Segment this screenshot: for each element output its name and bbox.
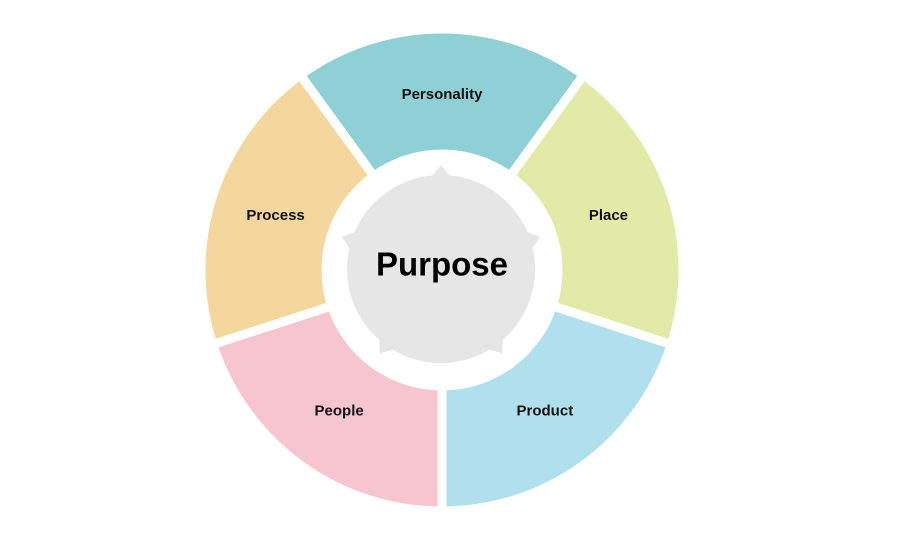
center-hub: Purpose	[342, 165, 540, 363]
segment-label: Personality	[402, 86, 484, 103]
segment-label: Product	[517, 403, 574, 420]
segment-shape	[294, 24, 590, 183]
segment-shape	[437, 300, 677, 516]
segment-process: Process	[196, 68, 381, 351]
segment-label: Process	[246, 207, 304, 224]
segment-product: Product	[437, 300, 677, 516]
segment-label: Place	[589, 207, 628, 224]
segment-people: People	[207, 300, 447, 516]
segment-shape	[503, 68, 688, 351]
center-label: Purpose	[376, 246, 508, 283]
segment-shape	[196, 68, 381, 351]
center-circle	[347, 175, 535, 363]
segment-shape	[207, 300, 447, 516]
segment-label: People	[315, 403, 364, 420]
segment-personality: Personality	[294, 24, 590, 183]
segment-place: Place	[503, 68, 688, 351]
